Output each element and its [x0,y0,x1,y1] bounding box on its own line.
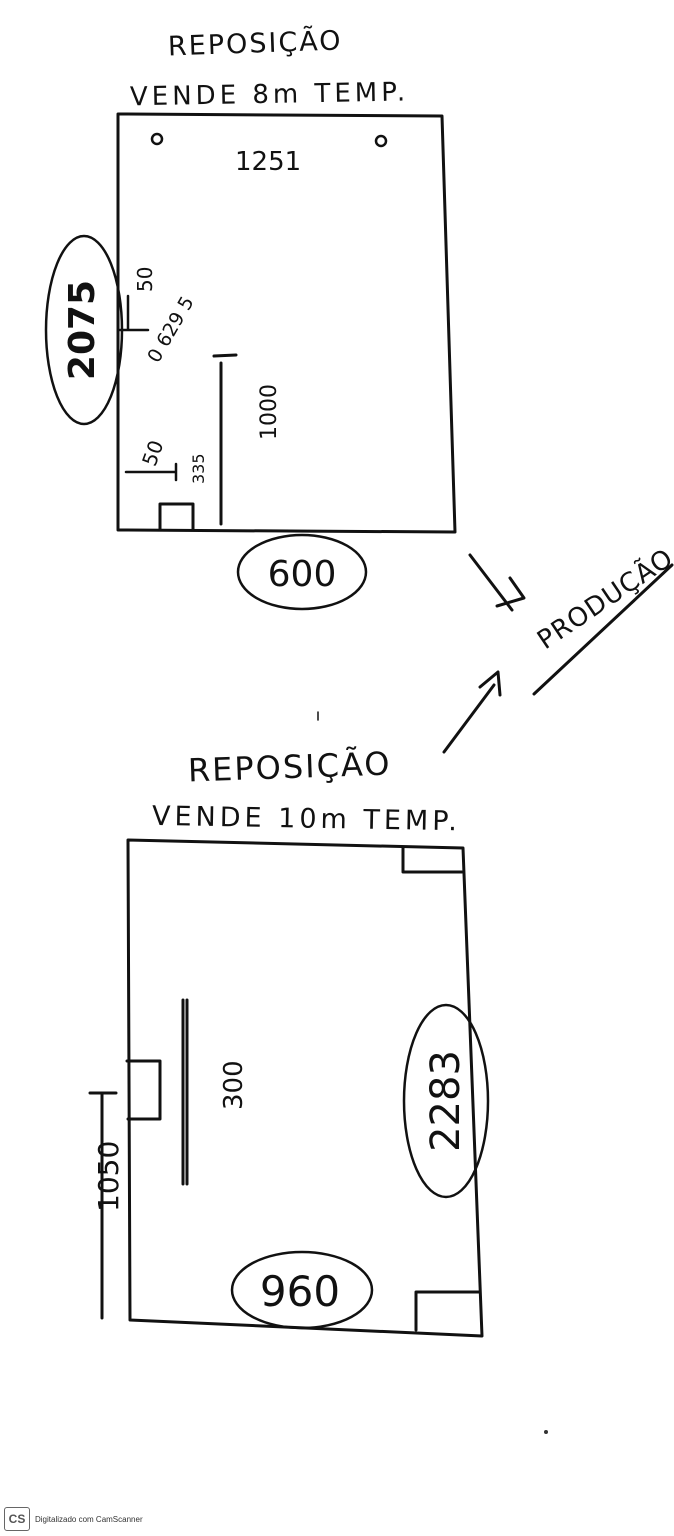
top-gap-bracket [118,294,150,332]
top-title-line2: VENDE 8m TEMP. [130,77,410,112]
top-title-line1: REPOSIÇÃO [167,24,343,62]
bottom-left-dim-line [88,1091,118,1320]
production-underline [532,563,674,696]
bottom-plan: REPOSIÇÃO VENDE 10m TEMP. 300 1050 2283 … [88,744,490,1338]
top-wall-label: 1000 [257,384,282,440]
camscanner-caption: Digitalizado com CamScanner [35,1514,143,1524]
production-flow: PRODUÇÃO [442,541,674,754]
top-box-height-label: 335 [189,453,208,484]
top-marker-left [150,132,164,146]
scanner-footer: CS Digitalizado com CamScanner [4,1506,143,1532]
bottom-left-dim-label: 1050 [92,1141,125,1212]
top-bottom-circle [236,533,368,611]
bottom-inner-label: 300 [219,1060,249,1110]
production-label: PRODUÇÃO [531,541,674,655]
top-width-label: 1251 [235,147,301,177]
arrow-up-right [442,670,502,754]
bottom-inner-line [181,998,189,1186]
top-bottom-width-label: 600 [268,554,337,595]
bottom-box-left [125,1059,162,1121]
bottom-title-line2: VENDE 10m TEMP. [152,801,461,837]
camscanner-logo: CS [4,1507,30,1531]
top-box [158,502,195,532]
top-room-outline [116,112,457,534]
top-wall-line [212,353,238,526]
top-gap-label: 50 [133,267,157,292]
bottom-bottom-circle [230,1250,374,1330]
bottom-bottom-width-label: 960 [260,1267,340,1316]
bottom-box-top-right [401,846,464,874]
top-plan: REPOSIÇÃO VENDE 8m TEMP. 1251 2075 50 0 … [44,24,457,611]
bottom-side-circle [402,1003,490,1199]
bottom-room-outline [126,838,484,1338]
bottom-box-bottom-right [414,1290,482,1332]
bottom-side-height-label: 2283 [423,1050,469,1152]
top-marker-right [374,134,388,148]
bottom-title-line1: REPOSIÇÃO [187,744,392,789]
arrow-down-right [468,553,526,612]
top-side-height-label: 2075 [62,280,103,380]
top-pole-label: 0 629 5 [143,293,198,367]
stray-dot [544,1430,548,1434]
top-box-gap-line [124,462,178,482]
top-box-gap-label: 50 [137,437,168,469]
